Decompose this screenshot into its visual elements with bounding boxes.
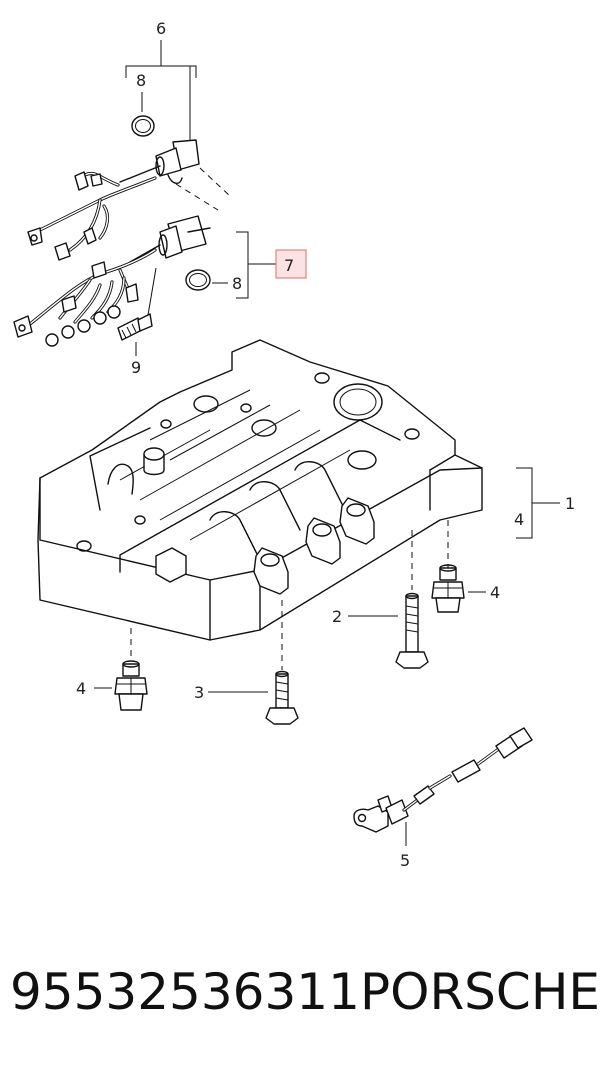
callout-9: 9 [131, 358, 141, 377]
sensor-part-9 [117, 267, 157, 356]
callout-8-top: 8 [136, 71, 146, 90]
callout-2: 2 [332, 607, 342, 626]
brand-name: PORSCHE [359, 963, 600, 1021]
o-ring-top [131, 115, 155, 137]
o-ring-mid [185, 269, 211, 291]
footer: 95532536311 PORSCHE [0, 952, 600, 1032]
callout-5: 5 [400, 851, 410, 870]
callout-1-group: 1 4 [514, 467, 575, 539]
callout-7-highlight [275, 249, 307, 279]
bolt-3 [265, 670, 299, 725]
callout-7: 7 [284, 256, 294, 275]
bolt-2 [395, 592, 429, 669]
callout-4-left: 4 [76, 679, 86, 698]
wiring-harness [27, 171, 157, 261]
plug-left [114, 660, 148, 711]
callout-4-right: 4 [490, 583, 500, 602]
speed-sensor-5 [353, 727, 533, 846]
callout-4-bracket: 4 [514, 510, 524, 529]
parts-diagram: 6 8 [13, 19, 575, 870]
valve-body [37, 339, 483, 641]
part-number: 95532536311 [10, 963, 360, 1021]
harness-top-connector [119, 139, 200, 184]
callout-6-group: 6 [125, 19, 197, 140]
callout-1: 1 [565, 494, 575, 513]
callout-3: 3 [194, 683, 204, 702]
callout-7-group: 7 [236, 231, 307, 299]
plug-right [431, 564, 465, 613]
callout-6: 6 [156, 19, 166, 38]
harness-part-7 [13, 215, 211, 347]
callout-8-mid: 8 [232, 274, 242, 293]
